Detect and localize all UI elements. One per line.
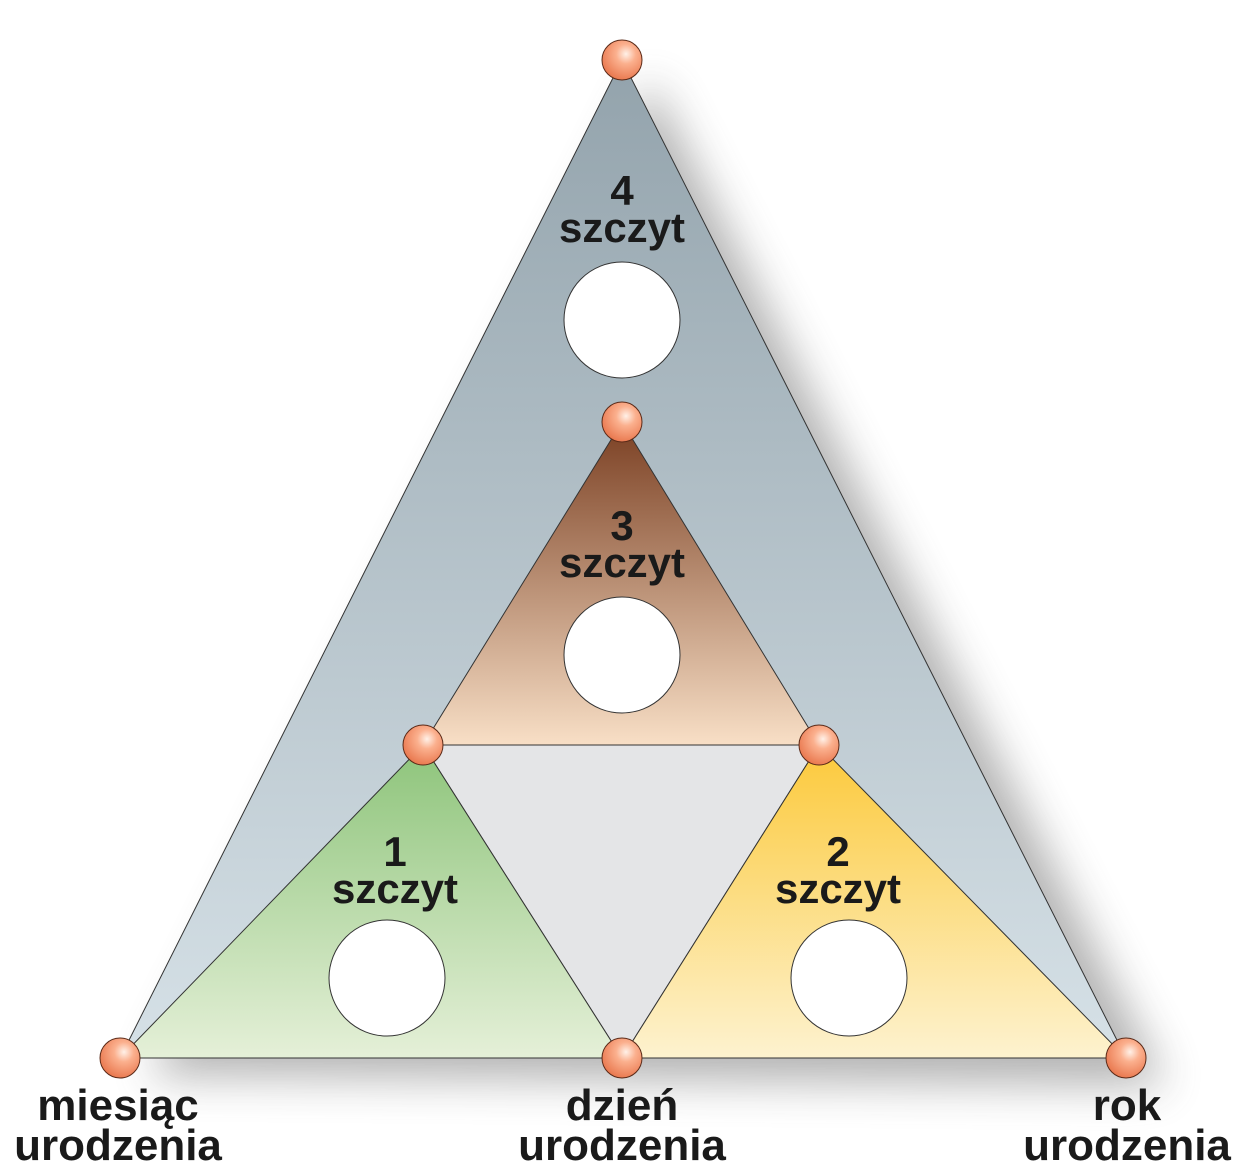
year-label-line2: urodzenia (1023, 1121, 1231, 1165)
peak-2-triangle (621, 744, 1128, 1059)
peak-4-value-circle (563, 261, 681, 379)
node-mid-right (798, 724, 840, 766)
node-bottom-left (99, 1037, 141, 1079)
month-label-line2: urodzenia (14, 1121, 222, 1165)
peak-4-label: szczyt (559, 204, 685, 251)
peak-1-number: 1 (383, 828, 406, 875)
node-apex (601, 39, 643, 81)
year-label-line1: rok (1093, 1081, 1162, 1130)
node-mid-left (402, 724, 444, 766)
day-label-line2: urodzenia (518, 1121, 726, 1165)
peak-3-label: szczyt (559, 539, 685, 586)
peak-2-number: 2 (826, 828, 849, 875)
peak-1-label: szczyt (332, 865, 458, 912)
peak-2-value-circle (790, 919, 908, 1037)
peak-1-value-circle (328, 919, 446, 1037)
peak-3-number: 3 (610, 502, 633, 549)
peak-3-value-circle (563, 596, 681, 714)
day-label-line1: dzień (566, 1081, 678, 1130)
month-label-line1: miesiąc (37, 1081, 198, 1130)
node-inner-apex (601, 401, 643, 443)
peak-1-triangle (118, 744, 623, 1059)
peak-2-label: szczyt (775, 865, 901, 912)
peak-4-number: 4 (610, 167, 634, 214)
node-bottom-middle (601, 1037, 643, 1079)
node-bottom-right (1105, 1037, 1147, 1079)
